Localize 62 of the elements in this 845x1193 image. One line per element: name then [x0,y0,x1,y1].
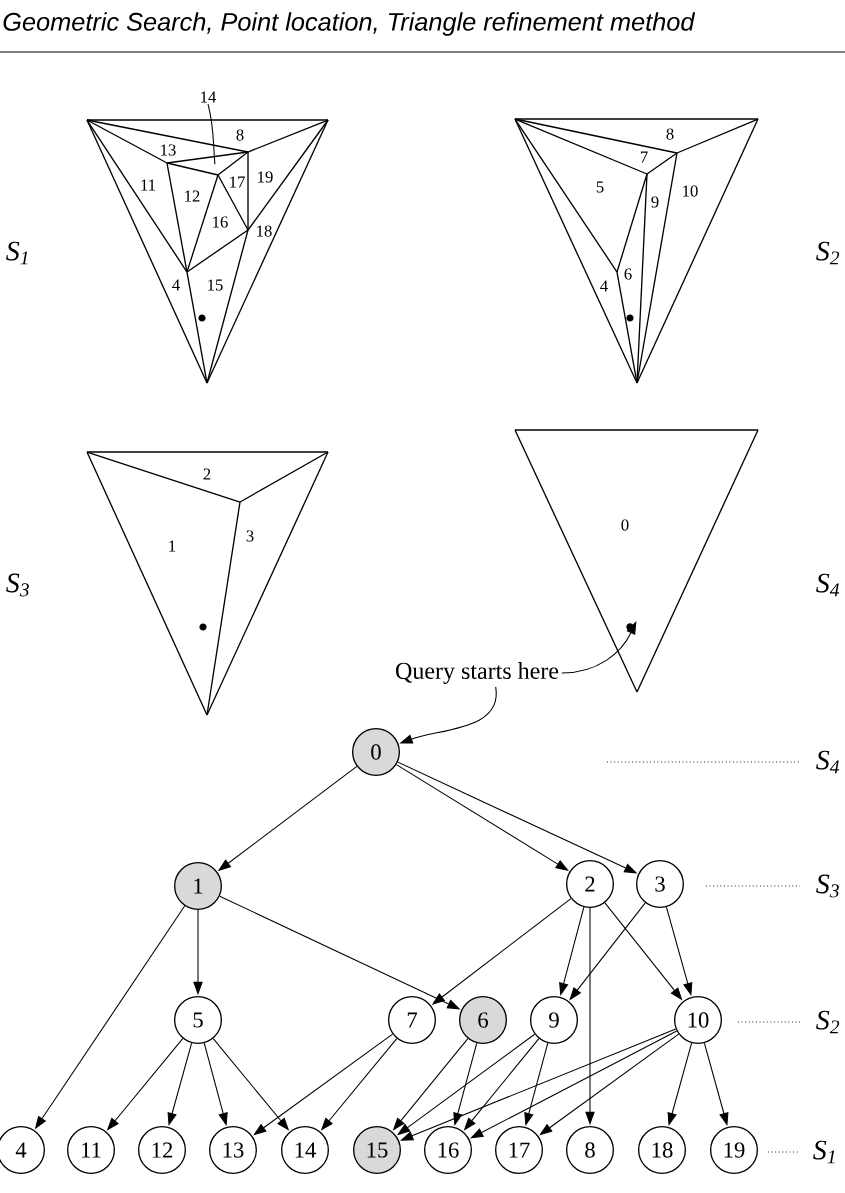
region-number: 5 [596,181,604,193]
region-number: 15 [208,279,223,291]
region-number: 16 [213,216,228,228]
region-number: 4 [600,280,608,292]
arrow [395,764,569,871]
tree-node: 0 [352,728,400,776]
tree-node: 1 [174,862,222,910]
arrow [524,1042,549,1126]
tree-node: 8 [566,1126,614,1174]
arrow [539,1033,680,1136]
level-label: S$_{1}$ [813,1140,835,1164]
tree-node: 19 [710,1126,758,1174]
level-label: S$_{3}$ [816,874,839,898]
region-number: 4 [172,279,180,291]
level-label: S$_{4}$ [816,573,840,597]
region-number: 17 [230,176,245,188]
arrow [203,1042,228,1126]
region-number: 2 [203,468,211,480]
tree-node: 7 [388,996,436,1044]
level-label: S$_{3}$ [6,573,29,597]
leader-line [207,103,216,165]
tree-node: 6 [459,996,507,1044]
region-number: 1 [169,540,176,552]
tree-node: 17 [495,1126,543,1174]
region-number: 18 [257,225,272,237]
tree-node: 11 [67,1126,115,1174]
region-number: 11 [141,179,156,191]
region-number: 19 [258,171,273,183]
region-number: 10 [683,185,698,197]
region-number: 8 [666,128,674,140]
level-label: S$_{2}$ [816,1010,840,1034]
tree-node: 18 [638,1126,686,1174]
level-label: S$_{4}$ [816,750,840,774]
region-number: 13 [161,144,176,156]
curved-arrow [561,621,637,674]
tree-node: 13 [209,1126,257,1174]
tree-node: 15 [353,1126,401,1174]
title: Geometric Search, Point location, Triangle refinement method [3,12,696,36]
tree-node: 3 [636,860,684,908]
region-number: 3 [246,530,254,542]
region-number: 0 [621,519,629,531]
arrow [470,1030,678,1139]
arrow [400,1028,677,1141]
region-number: 8 [236,129,244,141]
tree-node: 5 [174,996,222,1044]
tree-node: 16 [424,1126,472,1174]
region-number: 6 [624,268,632,280]
tree-node: 10 [674,996,722,1044]
tree-node: 12 [138,1126,186,1174]
region-number: 9 [651,196,659,208]
tree-node: 4 [0,1126,45,1174]
level-label: S$_{1}$ [6,241,28,265]
region-number: 7 [640,151,648,163]
tree-node: 9 [530,996,578,1044]
level-label: S$_{2}$ [816,241,840,265]
arrow [453,1042,478,1126]
arrow [253,1033,394,1136]
callout-text: Query starts here [396,662,559,684]
tree-node: 14 [281,1126,329,1174]
tree-node: 2 [566,860,614,908]
region-number: 12 [185,190,200,202]
region-number: 14 [201,91,217,103]
